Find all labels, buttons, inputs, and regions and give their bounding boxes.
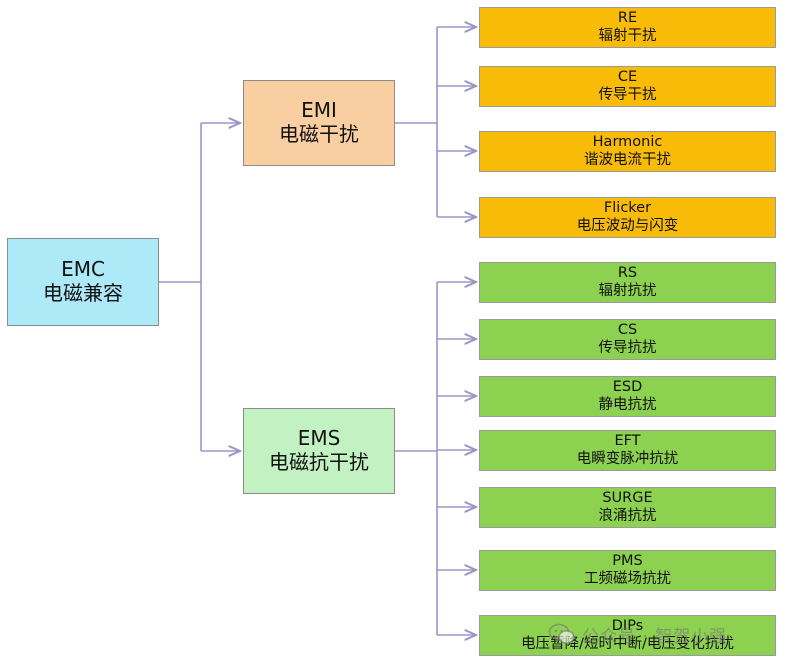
node-flicker-code: Flicker [603,200,652,217]
node-ems: EMS 电磁抗干扰 [243,408,395,494]
node-re-code: RE [617,10,638,27]
node-flicker: Flicker 电压波动与闪变 [479,197,776,238]
node-ce: CE 传导干扰 [479,66,776,107]
node-re: RE 辐射干扰 [479,7,776,48]
node-ems-code: EMS [297,426,341,451]
node-dips-code: DIPs [611,618,644,635]
node-rs: RS 辐射抗扰 [479,262,776,303]
node-rs-label: 辐射抗扰 [598,282,657,299]
node-emi-code: EMI [301,98,337,123]
node-surge-code: SURGE [602,490,653,507]
node-ems-label: 电磁抗干扰 [269,450,369,474]
node-emi-label: 电磁干扰 [279,122,359,146]
node-emc-code: EMC [61,257,105,282]
node-emc: EMC 电磁兼容 [7,238,159,326]
node-rs-code: RS [617,265,638,282]
watermark: 公众号 · 智贺小强 [548,620,727,648]
node-dips-label: 电压暂降/短时中断/电压变化抗扰 [521,635,734,652]
node-emc-label: 电磁兼容 [43,281,123,305]
node-harmonic-label: 谐波电流干扰 [584,151,671,168]
watermark-text: 公众号 · 智贺小强 [582,626,728,647]
node-re-label: 辐射干扰 [598,27,657,44]
node-dips: DIPs 电压暂降/短时中断/电压变化抗扰 [479,615,776,656]
node-pms-label: 工频磁场抗扰 [584,570,671,587]
node-cs-label: 传导抗扰 [598,339,657,356]
node-eft-label: 电瞬变脉冲抗扰 [576,450,679,467]
node-harmonic: Harmonic 谐波电流干扰 [479,131,776,172]
node-esd-label: 静电抗扰 [598,396,657,413]
node-cs: CS 传导抗扰 [479,319,776,360]
node-eft-code: EFT [614,433,641,450]
node-emi: EMI 电磁干扰 [243,80,395,166]
node-esd-code: ESD [612,379,643,396]
node-flicker-label: 电压波动与闪变 [576,217,679,234]
node-pms-code: PMS [612,553,643,570]
node-esd: ESD 静电抗扰 [479,376,776,417]
node-cs-code: CS [617,322,638,339]
node-surge-label: 浪涌抗扰 [598,507,657,524]
node-eft: EFT 电瞬变脉冲抗扰 [479,430,776,471]
node-ce-label: 传导干扰 [598,86,657,103]
node-harmonic-code: Harmonic [592,134,663,151]
node-ce-code: CE [617,69,638,86]
node-pms: PMS 工频磁场抗扰 [479,550,776,591]
node-surge: SURGE 浪涌抗扰 [479,487,776,528]
wechat-icon [548,623,575,644]
